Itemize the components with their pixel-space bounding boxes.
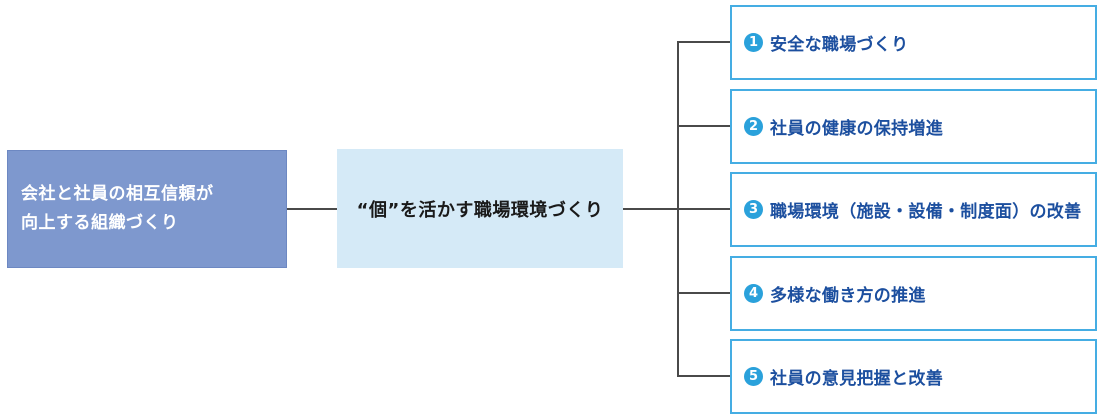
connector-mid-to-trunk [622,208,679,210]
mid-goal-label: “個”を活かす職場環境づくり [356,199,604,221]
goal-box-1: 1 安全な職場づくり [730,5,1097,80]
root-goal-box: 会社と社員の相互信頼が 向上する組織づくり [7,150,287,268]
number-4-badge: 4 [744,284,763,303]
goal-2-label: 社員の健康の保持増進 [770,119,943,139]
connector-branch-4 [677,292,730,294]
connector-branch-2 [677,125,730,127]
goal-1-label: 安全な職場づくり [770,35,909,55]
connector-root-to-mid [286,208,338,210]
number-1-badge: 1 [744,33,763,52]
connector-branch-5 [677,375,730,377]
connector-branch-1 [677,41,730,43]
connector-branch-3 [677,208,730,210]
mid-goal-box: “個”を活かす職場環境づくり [337,149,623,268]
number-3-badge: 3 [744,200,763,219]
goal-4-label: 多様な働き方の推進 [770,286,926,306]
number-2-badge: 2 [744,117,763,136]
goal-box-5: 5 社員の意見把握と改善 [730,339,1097,414]
number-5-badge: 5 [744,367,763,386]
goal-3-label: 職場環境（施設・設備・制度面）の改善 [770,202,1082,222]
goal-5-label: 社員の意見把握と改善 [770,369,943,389]
goal-box-2: 2 社員の健康の保持増進 [730,89,1097,164]
goal-box-3: 3 職場環境（施設・設備・制度面）の改善 [730,172,1097,247]
goal-box-4: 4 多様な働き方の推進 [730,256,1097,331]
root-goal-label: 会社と社員の相互信頼が 向上する組織づくり [21,184,214,233]
